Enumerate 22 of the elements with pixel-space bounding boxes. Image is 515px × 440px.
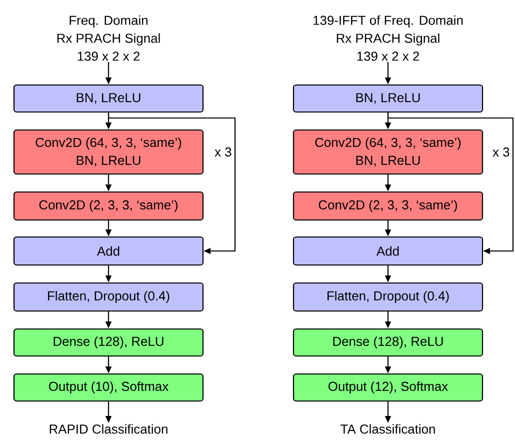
layer-box: Output (12), Softmax bbox=[292, 373, 484, 402]
input-label: 139-IFFT of Freq. Domain Rx PRACH Signal 139 x 2 x 2 bbox=[314, 15, 463, 61]
arrow bbox=[108, 112, 236, 254]
layer-box: Flatten, Dropout (0.4) bbox=[13, 282, 204, 312]
layer-box: Conv2D (2, 3, 3, ‘same’) bbox=[292, 191, 484, 221]
layer-box: Flatten, Dropout (0.4) bbox=[292, 282, 484, 312]
layer-box: Conv2D (64, 3, 3, ‘same’) BN, LReLU bbox=[292, 129, 484, 175]
layer-box: Add bbox=[13, 236, 204, 266]
arrow bbox=[387, 112, 514, 254]
output-label: TA Classification bbox=[340, 424, 435, 434]
edge-label: x 3 bbox=[492, 147, 510, 157]
output-label: RAPID Classification bbox=[50, 424, 168, 434]
layer-box: Output (10), Softmax bbox=[13, 373, 204, 402]
layer-box: BN, LReLU bbox=[13, 84, 204, 113]
input-label: Freq. Domain Rx PRACH Signal 139 x 2 x 2 bbox=[57, 15, 160, 61]
layer-box: Dense (128), ReLU bbox=[292, 328, 484, 357]
layer-box: BN, LReLU bbox=[292, 84, 484, 113]
layer-box: Dense (128), ReLU bbox=[13, 328, 204, 357]
layer-box: Conv2D (64, 3, 3, ‘same’) BN, LReLU bbox=[13, 129, 204, 175]
layer-box: Conv2D (2, 3, 3, ‘same’) bbox=[13, 191, 204, 221]
layer-box: Add bbox=[292, 236, 484, 266]
edge-label: x 3 bbox=[214, 147, 232, 157]
